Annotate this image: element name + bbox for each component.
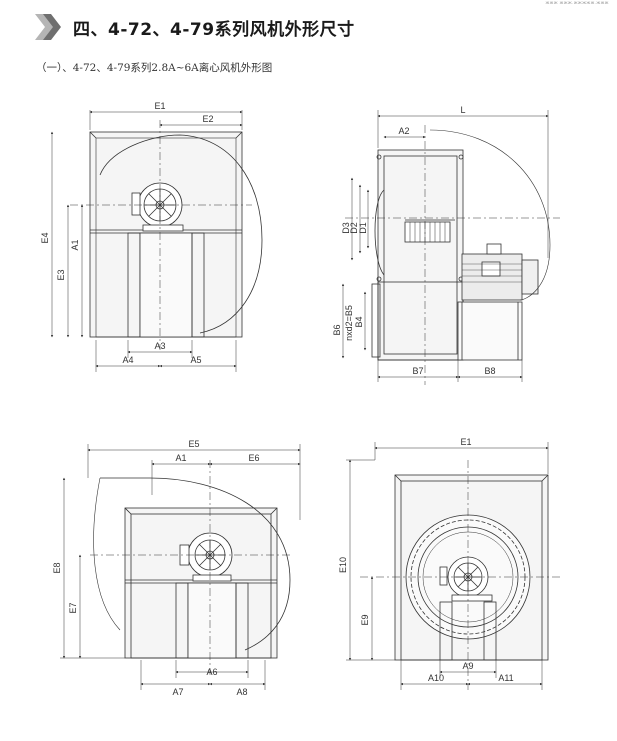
dim-label: D1 [358, 222, 368, 234]
dim-label: A4 [122, 355, 133, 365]
dim-label: E2 [202, 114, 213, 124]
dim-label: A9 [462, 661, 473, 671]
view-front-bottom-right [346, 442, 560, 690]
view-front-top-left [50, 110, 263, 372]
section-header: 四、4-72、4-79系列风机外形尺寸 [35, 12, 355, 42]
dim-label: D2 [349, 222, 359, 234]
dim-label: B8 [484, 366, 495, 376]
dim-label: A8 [236, 687, 247, 697]
motor-icon [461, 243, 539, 301]
corner-mark: ЖЖЖ ЖЖЖ.ЖЖЖЖЖ.ЖЖЖ [545, 0, 609, 5]
dim-label: D3 [341, 222, 351, 234]
view-side-top-right [341, 110, 560, 385]
dim-label: E10 [338, 557, 348, 573]
dim-label: E8 [52, 562, 62, 573]
dim-label: B4 [354, 316, 364, 327]
view-front-bottom-left [60, 444, 301, 690]
dim-label: B6 [332, 324, 342, 335]
dim-label: E1 [460, 437, 471, 447]
dim-label: A1 [175, 453, 186, 463]
dim-label: A6 [206, 667, 217, 677]
dim-label: A2 [398, 126, 409, 136]
dim-label: E7 [68, 602, 78, 613]
dim-label: E3 [56, 269, 66, 280]
dim-label: A3 [154, 341, 165, 351]
dim-label: A11 [498, 673, 513, 683]
dim-label: A5 [190, 355, 201, 365]
dim-label: E9 [360, 614, 370, 625]
section-title: 四、4-72、4-79系列风机外形尺寸 [73, 19, 355, 40]
dim-label: E4 [40, 232, 50, 243]
dim-label: A1 [70, 239, 80, 250]
dim-label: nxd2=B5 [344, 305, 354, 341]
dim-label: E6 [248, 453, 259, 463]
dim-label: E1 [154, 101, 165, 111]
subtitle: （一）、4-72、4-79系列2.8A~6A离心风机外形图 [36, 62, 273, 74]
dim-label: A10 [428, 673, 444, 683]
dim-label: A7 [172, 687, 183, 697]
dim-label: B7 [412, 366, 423, 376]
dim-label: E5 [188, 439, 199, 449]
dim-label: L [460, 105, 465, 115]
chevron-icon [35, 12, 63, 42]
